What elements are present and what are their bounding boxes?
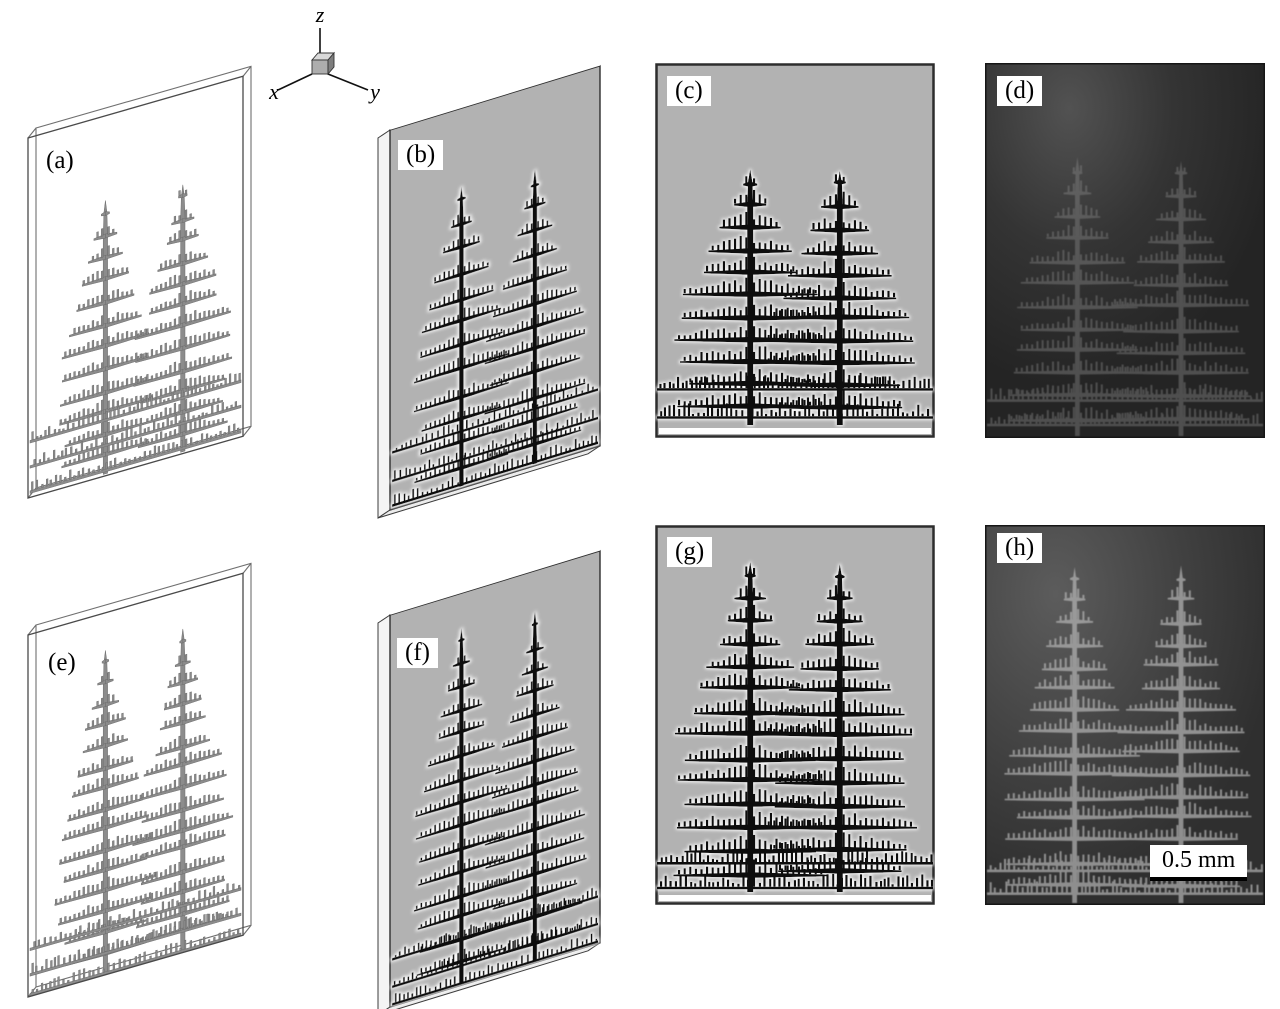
panel-e-3d-wireframe-simulation xyxy=(27,562,252,998)
panel-a-label: (a) xyxy=(38,146,82,177)
axes-gizmo: z x y xyxy=(268,2,380,104)
scale-bar: 0.5 mm xyxy=(1150,845,1248,881)
axis-z-label: z xyxy=(315,2,325,27)
scale-bar-label: 0.5 mm xyxy=(1162,847,1236,873)
panel-h-label: (h) xyxy=(997,533,1043,564)
panel-g-label: (g) xyxy=(667,537,713,568)
panel-d-experimental-micrograph xyxy=(985,63,1265,438)
y-axis-line xyxy=(327,73,369,91)
x-axis-line xyxy=(277,73,313,91)
panel-b-label: (b) xyxy=(398,140,444,171)
panel-b-3d-phasefield-simulation xyxy=(377,63,601,519)
panel-g-2d-simulation-view xyxy=(655,525,935,905)
panel-a-3d-wireframe-simulation xyxy=(27,65,252,499)
panel-d-label: (d) xyxy=(997,76,1043,107)
panel-f-label: (f) xyxy=(397,638,438,669)
axis-x-label: x xyxy=(268,79,279,104)
panel-c-label: (c) xyxy=(667,76,711,107)
axis-y-label: y xyxy=(368,79,380,104)
origin-cube-right-face xyxy=(327,51,335,76)
panel-c-2d-simulation-view xyxy=(655,63,935,438)
origin-cube-front-face xyxy=(311,59,329,75)
panel-e-label: (e) xyxy=(40,648,84,679)
panel-f-3d-phasefield-simulation xyxy=(377,548,601,1009)
panel-h-experimental-micrograph xyxy=(985,525,1265,905)
